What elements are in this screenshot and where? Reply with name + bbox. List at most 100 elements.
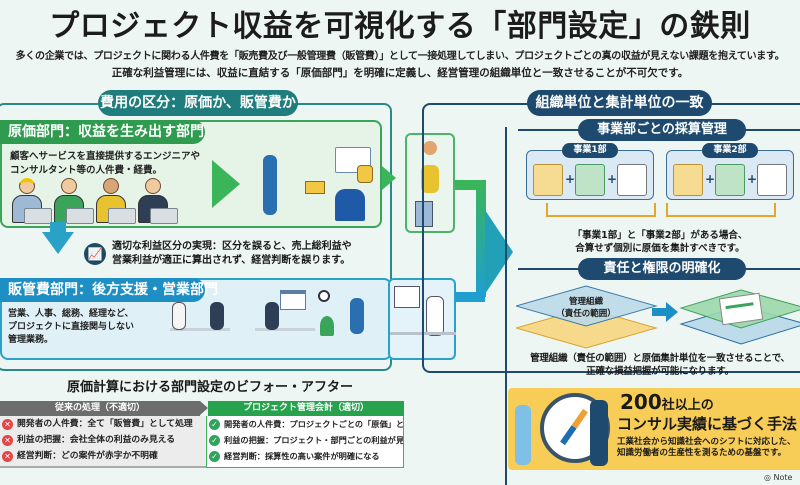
after-list: ✓ 開発者の人件費：プロジェクトごとの「原価」として集計 ✓ 利益の把握：プロジェク… <box>206 416 404 468</box>
connector-green <box>455 180 485 190</box>
businessman-figure <box>590 400 608 466</box>
note-line-2: 営業利益が適正に算出されず、経営判断を誤ります。 <box>112 255 351 266</box>
cost-desc-line-2: コンサルタント等の人件費・経費。 <box>10 165 163 176</box>
after-item-text: 利益の把握：プロジェクト・部門ごとの利益が見える <box>224 435 404 445</box>
division-2-label: 事業2部 <box>702 143 758 158</box>
diamond-label-line-2: （責任の範囲） <box>556 309 616 319</box>
before-item-text: 経営判断：どの案件が赤字か不明確 <box>17 451 158 461</box>
division-caption-line-2: 合算せず個別に原価を集計すべきです。 <box>575 243 745 254</box>
before-header: 従来の処理（不適切） <box>0 401 200 416</box>
diamond-label: 管理組織 （責任の範囲） <box>546 296 626 320</box>
desk <box>170 328 230 331</box>
x-circle-icon: ✕ <box>2 434 13 446</box>
responsibility-title: 責任と権限の明確化 <box>578 258 746 280</box>
compass-needle <box>560 408 588 446</box>
calendar-icon <box>280 290 306 310</box>
workflow-illustration <box>255 145 375 225</box>
consulting-count-number: 200 <box>620 390 662 414</box>
flow-arrow-right-icon <box>212 160 240 208</box>
after-item-text: 開発者の人件費：プロジェクトごとの「原価」として集計 <box>224 419 404 429</box>
before-item: ✕ 利益の把握：会社全体の利益のみ見える <box>0 432 206 448</box>
desk <box>255 328 315 331</box>
diamond-label-line-1: 管理組織 <box>568 297 603 307</box>
before-after-title: 原価計算における部門設定のビフォー・アフター <box>66 380 353 395</box>
x-circle-icon: ✕ <box>2 450 13 462</box>
consulting-subtext-line-1: 工業社会から知識社会へのシフトに対応した、 <box>617 437 796 447</box>
profit-classification-note: 適切な利益区分の実現：区分を誤ると、売上総利益や 営業利益が適正に算出されず、経… <box>112 240 352 268</box>
before-item: ✕ 経営判断：どの案件が赤字か不明確 <box>0 448 206 464</box>
after-header: プロジェクト管理会計（適切） <box>208 401 404 416</box>
document-highlight <box>725 302 754 310</box>
merge-arrow-icon <box>485 210 513 294</box>
connector-vertical <box>476 180 486 297</box>
database-icon <box>357 165 373 183</box>
connector-blue <box>455 292 485 302</box>
engineer-person <box>10 178 52 224</box>
chart-growth-icon: 📈 <box>84 243 106 265</box>
check-circle-icon: ✓ <box>209 450 220 462</box>
sga-department-description: 営業、人事、総務、経理など、 プロジェクトに直接関与しない 管理業務。 <box>8 308 134 347</box>
responsibility-caption-line-1: 管理組織（責任の範囲）と原価集計単位を一致させることで、 <box>530 353 790 364</box>
arrow-right-icon <box>652 302 678 322</box>
consulting-count-suffix: 社以上の <box>661 398 714 413</box>
sga-desc-line-2: プロジェクトに直接関与しない <box>8 322 135 332</box>
document-icon <box>718 292 764 326</box>
dashboard-screen-icon <box>394 286 420 308</box>
before-item: ✕開発者の人件費：全て「販管費」として処理 <box>0 416 206 432</box>
check-circle-icon: ✓ <box>209 434 220 446</box>
before-item-text: 開発者の人件費：全て「販管費」として処理 <box>17 419 193 429</box>
plus-icon: + <box>747 172 758 186</box>
sga-desc-line-1: 営業、人事、総務、経理など、 <box>8 309 134 319</box>
report-chart-icon <box>757 164 787 196</box>
responsibility-diagram <box>516 285 800 349</box>
plus-icon: + <box>565 172 576 186</box>
sga-department-title: 販管費部門：後方支援・営業部門 <box>0 278 218 302</box>
page-title: プロジェクト収益を可視化する「部門設定」の鉄則 <box>49 9 751 44</box>
cost-to-org-arrow-icon <box>382 166 396 190</box>
cost-desc-line-1: 顧客へサービスを直接提供するエンジニアや <box>10 151 201 162</box>
developer-person <box>52 178 94 224</box>
division-caption-line-1: 「事業1部」と「事業2部」がある場合、 <box>572 230 748 241</box>
check-circle-icon: ✓ <box>209 418 220 430</box>
after-item: ✓ 利益の把握：プロジェクト・部門ごとの利益が見える <box>207 432 403 448</box>
folder-org-icon <box>533 164 563 196</box>
presenter-figure <box>350 298 364 334</box>
sga-desc-line-3: 管理業務。 <box>8 335 54 345</box>
office-worker-figure <box>210 302 224 330</box>
folder-org-icon <box>715 164 745 196</box>
cost-unit-box <box>405 133 455 233</box>
before-item-text: 利益の把握：会社全体の利益のみ見える <box>17 435 176 445</box>
divider-vertical <box>505 127 507 485</box>
down-arrow-stem <box>50 222 66 234</box>
consulting-subtext-line-2: 知識労働者の生産性を測るための基盤です。 <box>617 448 787 458</box>
cost-department-description: 顧客へサービスを直接提供するエンジニアや コンサルタント等の人件費・経費。 <box>10 150 200 178</box>
after-item: ✓ 開発者の人件費：プロジェクトごとの「原価」として集計 <box>207 416 403 432</box>
report-chart-icon <box>617 164 647 196</box>
cost-department-title: 原価部門：収益を生み出す部門 <box>0 120 205 144</box>
person-icon <box>423 141 437 155</box>
intro-line-1: 多くの企業では、プロジェクトに関わる人件費を「販売費及び一般管理費（販管費）」と… <box>15 51 785 62</box>
consulting-count: 200社以上の <box>620 391 714 417</box>
consultant-person <box>94 178 136 224</box>
yellow-layer <box>516 307 658 349</box>
responsibility-caption-line-2: 正確な損益把握が可能になります。 <box>586 366 734 377</box>
team-member-icon <box>421 165 439 193</box>
division-1-label: 事業1部 <box>562 143 618 158</box>
analyst-figure <box>426 296 444 336</box>
folder-org-icon <box>673 164 703 196</box>
division-profit-title: 事業部ごとの採算管理 <box>578 119 746 141</box>
plus-icon: + <box>607 172 618 186</box>
division-2-bracket <box>666 203 776 217</box>
plus-icon: + <box>705 172 716 186</box>
after-item-text: 経営判断：採算性の高い案件が明確になる <box>224 451 380 461</box>
mail-icon <box>305 181 325 194</box>
seated-man-figure <box>335 189 365 221</box>
note-brand: ◎ Note <box>764 473 792 483</box>
consulting-headline: コンサル実績に基づく手法 <box>617 415 798 433</box>
office-illustration <box>160 290 385 355</box>
office-worker-figure <box>265 302 279 330</box>
intro-line-2: 正確な利益管理には、収益に直結する「原価部門」を明確に定義し、経営管理の組織単位… <box>111 67 689 79</box>
note-logo-icon: ◎ <box>764 473 774 482</box>
blue-layer <box>516 285 658 327</box>
woman-with-clipboard-figure <box>515 405 531 465</box>
